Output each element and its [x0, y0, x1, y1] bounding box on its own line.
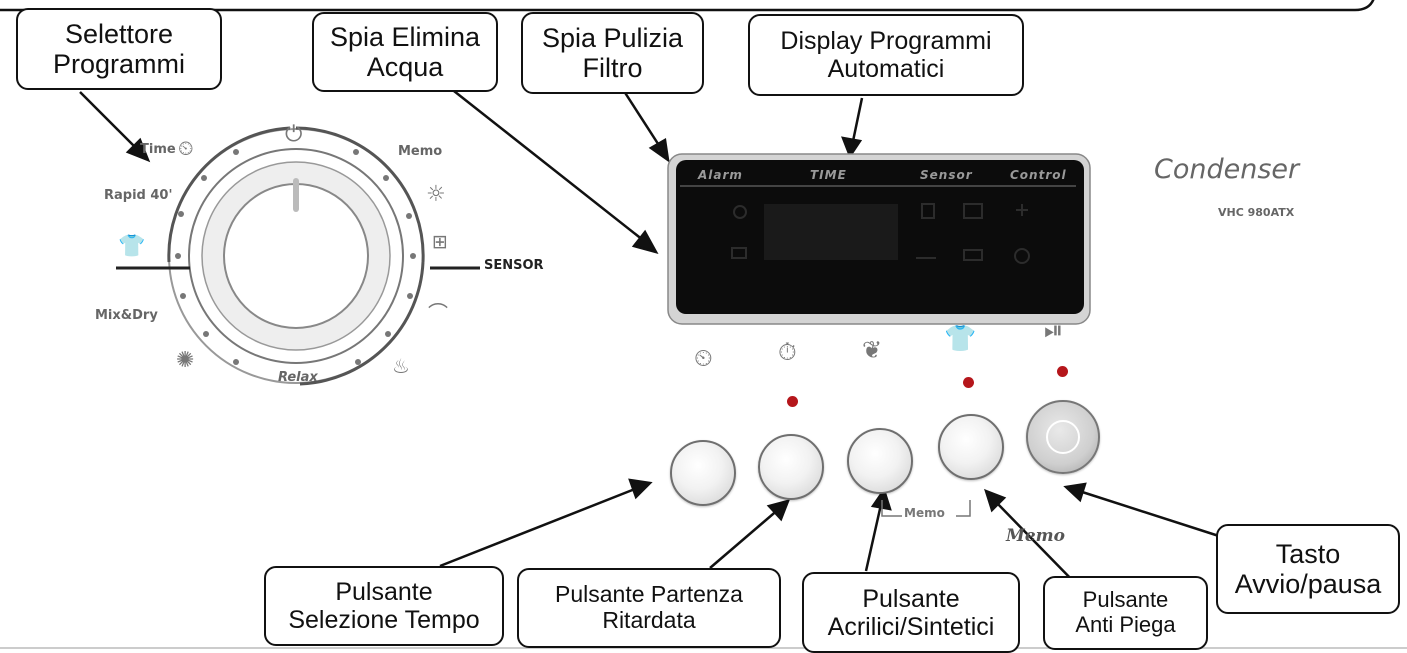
- callout-text: Acrilici/Sintetici: [827, 612, 995, 641]
- memo-script-label: Memo: [1006, 526, 1065, 546]
- wool-icon: ✺: [176, 348, 195, 373]
- anti-crease-button[interactable]: [938, 414, 1004, 480]
- anti-crease-shirt-icon: 👕: [944, 324, 977, 354]
- sun-icon: ☼: [426, 182, 446, 207]
- synthetic-feather-icon: ❦: [862, 336, 883, 364]
- callout-text: Spia Elimina: [329, 21, 481, 52]
- callout-text: Tasto: [1275, 538, 1341, 569]
- memo-bracket-label: Memo: [904, 506, 945, 520]
- callout-text: Avvio/pausa: [1234, 569, 1382, 599]
- iron-icon: ♨: [392, 354, 410, 378]
- callout-text: Automatici: [827, 55, 945, 83]
- dial-label-relax: Relax: [278, 370, 318, 385]
- time-select-button[interactable]: [670, 440, 736, 506]
- shirt-icon: 👕: [118, 234, 146, 259]
- callout-text: Programmi: [52, 49, 186, 79]
- start-led: [1057, 366, 1068, 377]
- clock-icon: ⏲: [694, 344, 713, 372]
- callout-text: Filtro: [582, 53, 643, 83]
- callout-text: Pulsante Partenza: [555, 581, 743, 608]
- brand-label: Condenser: [1154, 154, 1300, 185]
- hanger-icon: ⌒: [428, 301, 448, 325]
- dial-label-rapid: Rapid 40': [104, 188, 173, 203]
- play-pause-icon: ⏯: [1044, 316, 1064, 344]
- anti-crease-led: [963, 377, 974, 388]
- callout-text: Pulsante: [862, 584, 960, 613]
- callout-text: Selettore: [64, 18, 174, 49]
- display-header-sensor: Sensor: [920, 168, 973, 182]
- delay-led: [787, 396, 798, 407]
- delay-start-button[interactable]: [758, 434, 824, 500]
- dial-label-sensor: SENSOR: [484, 258, 544, 273]
- clock-icon: ⏲: [178, 136, 194, 160]
- synthetic-button[interactable]: [847, 428, 913, 494]
- start-pause-button[interactable]: [1026, 400, 1100, 474]
- display-header-alarm: Alarm: [698, 168, 743, 182]
- delay-timer-icon: ⏱: [778, 338, 797, 366]
- start-symbol-icon: [1046, 420, 1080, 454]
- dial-label-time: Time: [140, 142, 176, 157]
- callout-text: Pulsante: [1082, 587, 1169, 613]
- callout-text: Anti Piega: [1075, 612, 1176, 637]
- callout-text: Ritardata: [602, 607, 696, 633]
- power-icon: ⏻: [285, 122, 303, 147]
- display-header-control: Control: [1010, 168, 1067, 182]
- callout-text: Spia Pulizia: [541, 22, 684, 53]
- dial-label-mixdry: Mix&Dry: [95, 308, 158, 323]
- dial-label-memo: Memo: [398, 144, 443, 159]
- callout-text: Acqua: [366, 52, 444, 82]
- model-label: VHC 980ATX: [1218, 206, 1295, 219]
- display-header-time: TIME: [810, 168, 847, 182]
- callout-text: Display Programmi: [780, 27, 992, 55]
- callout-text: Pulsante: [335, 578, 433, 606]
- callout-text: Selezione Tempo: [288, 606, 480, 634]
- program-selector-knob[interactable]: [224, 184, 368, 328]
- window-icon: ⊞: [432, 231, 448, 253]
